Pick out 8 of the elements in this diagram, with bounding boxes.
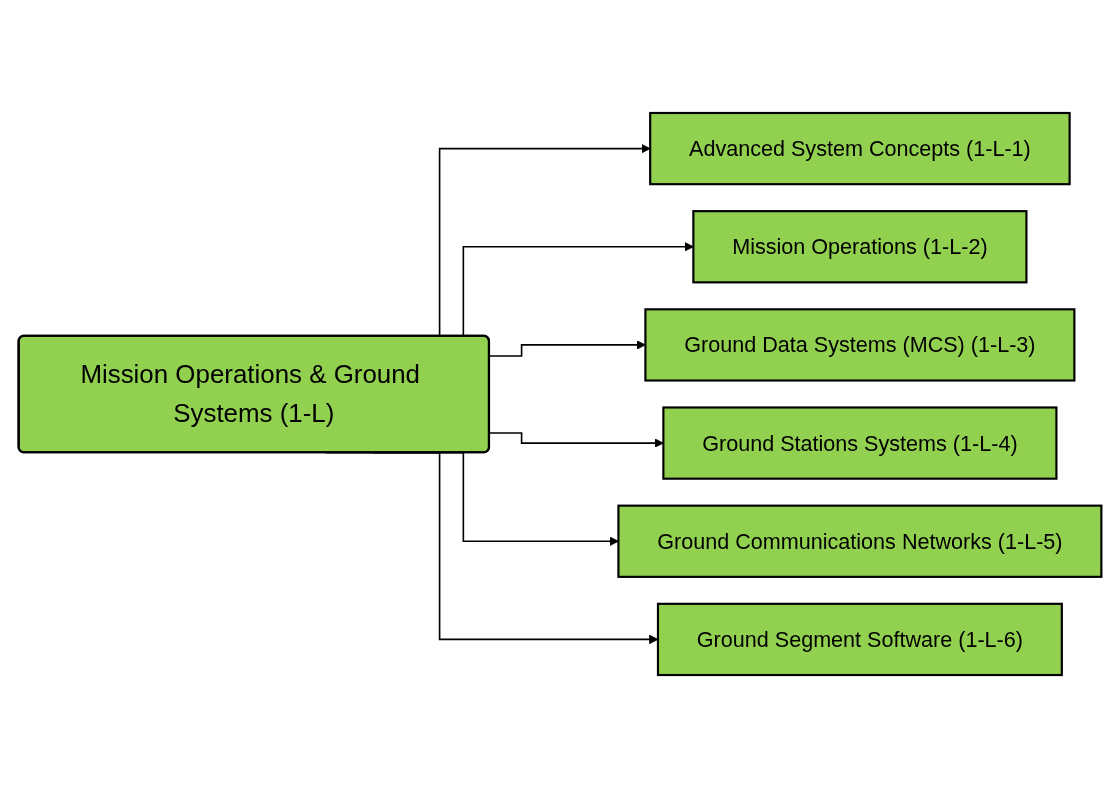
node-box: Advanced System Concepts (1-L-1): [649, 111, 1071, 186]
arrow: [488, 432, 664, 448]
arrow: [488, 340, 646, 357]
node-box: Mission Operations (1-L-2): [692, 210, 1028, 284]
node-box: Ground Segment Software (1-L-6): [656, 602, 1063, 677]
node-box: Ground Stations Systems (1-L-4): [662, 406, 1058, 480]
node-box: Ground Communications Networks (1-L-5): [617, 504, 1103, 578]
node-box: Ground Data Systems (MCS) (1-L-3): [644, 308, 1076, 382]
